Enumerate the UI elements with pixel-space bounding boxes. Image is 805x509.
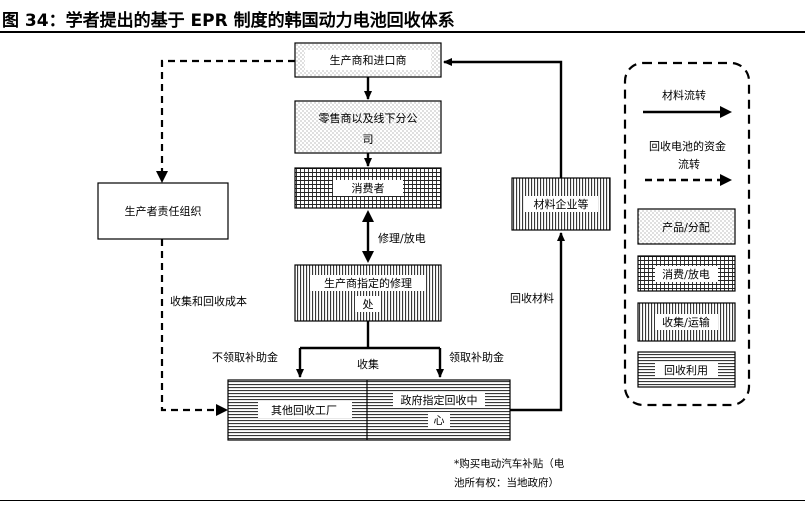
solid-edges <box>296 58 565 412</box>
legend-product-distribution-label: 产品/分配 <box>662 220 710 234</box>
legend-material-flow-label: 材料流转 <box>662 88 706 102</box>
label-repair-discharge: 修理/放电 <box>378 231 426 245</box>
node-repair-shop-label-1: 生产商指定的修理 <box>324 276 412 290</box>
arrowhead-pro <box>156 171 168 183</box>
edge-gov-to-material <box>510 232 565 412</box>
node-retailer-label-2: 司 <box>363 133 374 146</box>
node-other-factory-label: 其他回收工厂 <box>271 403 337 417</box>
label-collect-cost: 收集和回收成本 <box>170 294 247 308</box>
node-other-factory: 其他回收工厂 <box>258 402 352 418</box>
node-gov-center-label-1: 政府指定回收中 <box>401 393 478 407</box>
arrowhead-factory <box>216 404 228 416</box>
footnote-line-2: 池所有权：当地政府） <box>454 476 559 489</box>
edge-producer-to-pro <box>160 59 295 180</box>
bottom-rule <box>0 500 805 501</box>
node-retailer-label-1: 零售商以及线下分公 <box>319 111 418 125</box>
label-subsidy: 领取补助金 <box>449 350 504 364</box>
node-gov-center-label-2: 心 <box>434 414 445 427</box>
legend-collection-transport: 收集/运输 <box>637 302 736 342</box>
node-producer-importer-label: 生产商和进口商 <box>330 53 407 67</box>
label-collect: 收集 <box>357 357 379 371</box>
node-gov-center: 政府指定回收中 心 <box>393 392 485 428</box>
edge-pro-to-factory <box>160 239 224 412</box>
node-repair-shop-label-2: 处 <box>363 298 374 311</box>
legend-fund-flow-label-2: 流转 <box>678 157 700 171</box>
label-recycled-material: 回收材料 <box>510 291 554 305</box>
node-material-company: 材料企业等 <box>511 177 611 231</box>
legend-recycling-label: 回收利用 <box>664 363 708 377</box>
dashed-edges <box>160 59 295 412</box>
node-consumer-label: 消费者 <box>352 181 385 195</box>
legend-product-distribution: 产品/分配 <box>637 208 736 245</box>
node-material-company-label: 材料企业等 <box>534 197 589 211</box>
title-rule <box>0 31 805 33</box>
label-no-subsidy: 不领取补助金 <box>212 350 278 364</box>
node-consumer: 消费者 <box>294 167 442 209</box>
footnote-line-1: *购买电动汽车补贴（电 <box>454 457 565 470</box>
legend-fund-flow-label-1: 回收电池的资金 <box>649 139 726 153</box>
figure-title: 图 34：学者提出的基于 EPR 制度的韩国动力电池回收体系 <box>2 11 455 31</box>
legend-consumption-discharge: 消费/放电 <box>637 255 736 292</box>
legend-recycling: 回收利用 <box>637 351 736 388</box>
node-repair-shop: 生产商指定的修理 处 <box>294 264 442 322</box>
node-pro-label: 生产者责任组织 <box>125 204 202 218</box>
node-retailer: 零售商以及线下分公 司 <box>294 100 442 154</box>
node-producer-importer: 生产商和进口商 <box>294 42 442 78</box>
edge-material-to-producer <box>443 58 563 178</box>
legend: 材料流转 回收电池的资金 流转 产品/分配 消费/放电 收集/运输 回收利用 <box>623 61 751 407</box>
node-pro: 生产者责任组织 <box>97 182 229 240</box>
legend-collection-transport-label: 收集/运输 <box>662 315 710 329</box>
legend-consumption-discharge-label: 消费/放电 <box>662 267 710 281</box>
